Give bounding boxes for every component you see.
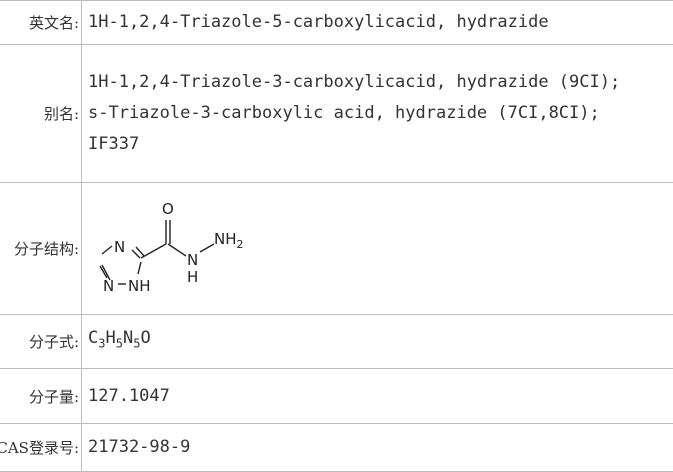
cas-value: 21732-98-9 (81, 423, 673, 472)
molecular-weight-value: 127.1047 (81, 368, 673, 424)
atom-ring-nh: NH (128, 277, 151, 295)
formula-element: C (88, 328, 99, 349)
aliases-value: 1H-1,2,4-Triazole-3-carboxylicacid, hydr… (81, 44, 673, 183)
alias-line: IF337 (88, 134, 140, 154)
bond (199, 242, 215, 253)
bond (131, 249, 141, 258)
bond (167, 242, 187, 257)
formula-count: 5 (115, 336, 123, 351)
formula-count: 5 (133, 336, 141, 351)
bond-double (135, 246, 145, 256)
alias-line: s-Triazole-3-carboxylic acid, hydrazide … (88, 103, 600, 123)
structure-label: 分子结构: (0, 182, 82, 315)
atom-nh2-text: NH (214, 230, 237, 248)
row-cas: CAS登录号: 21732-98-9 (0, 423, 673, 472)
row-structure: 分子结构: (0, 182, 673, 315)
bond-double (99, 265, 108, 278)
bond (137, 261, 142, 274)
cas-label: CAS登录号: (0, 423, 82, 472)
formula-value: C3H5N5O (81, 314, 673, 369)
molecular-structure-image: O N N NH N H NH2 (99, 200, 244, 295)
structure-bonds (99, 219, 215, 285)
bond (101, 264, 111, 280)
formula-element: N (122, 328, 134, 349)
atom-oxygen: O (162, 200, 174, 218)
atom-ring-nitrogen-lower: N (103, 277, 114, 295)
structure-value: O N N NH N H NH2 (81, 182, 673, 315)
row-formula: 分子式: C3H5N5O (0, 314, 673, 369)
english-name-value: 1H-1,2,4-Triazole-5-carboxylicacid, hydr… (81, 0, 673, 45)
atom-amide-hydrogen: H (187, 268, 198, 286)
english-name-label: 英文名: (0, 0, 82, 45)
atom-nh2-subscript: 2 (237, 238, 244, 251)
atom-ring-nitrogen: N (114, 238, 125, 256)
row-english-name: 英文名: 1H-1,2,4-Triazole-5-carboxylicacid,… (0, 0, 673, 45)
molecular-weight-label: 分子量: (0, 368, 82, 424)
formula-label: 分子式: (0, 314, 82, 369)
row-aliases: 别名: 1H-1,2,4-Triazole-3-carboxylicacid, … (0, 44, 673, 183)
formula-element: H (105, 328, 116, 349)
formula-count: 3 (98, 336, 106, 351)
alias-line: 1H-1,2,4-Triazole-3-carboxylicacid, hydr… (88, 72, 621, 92)
formula-element: O (140, 328, 151, 349)
bond (140, 242, 167, 259)
atom-amide-nitrogen: N (187, 251, 198, 269)
bond (101, 244, 113, 255)
aliases-label: 别名: (0, 44, 82, 183)
row-molecular-weight: 分子量: 127.1047 (0, 368, 673, 424)
atom-nh2: NH2 (214, 230, 244, 251)
